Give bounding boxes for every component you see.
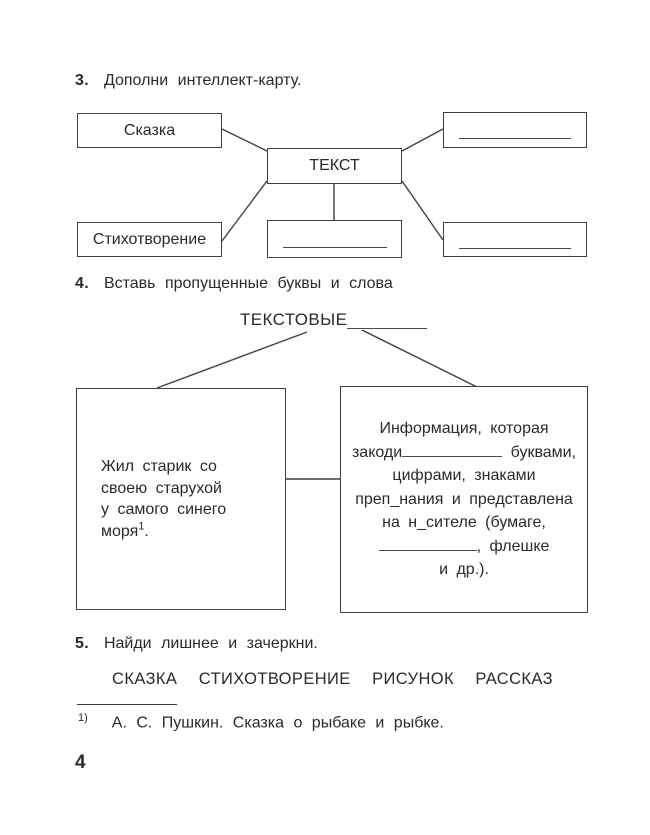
quote-line: Жил старик со bbox=[101, 458, 217, 475]
answer-blank[interactable] bbox=[378, 537, 477, 551]
definition-line: цифрами, знаками bbox=[392, 467, 536, 485]
mindmap-node-blank-bottom-middle[interactable] bbox=[267, 220, 402, 258]
answer-blank[interactable] bbox=[459, 248, 571, 249]
page-number: 4 bbox=[75, 752, 86, 773]
mindmap-node-blank-top-right[interactable] bbox=[443, 112, 587, 148]
definition-line: на н_сителе (бумаге, bbox=[382, 514, 546, 532]
answer-blank[interactable] bbox=[282, 247, 387, 248]
footnote-text: А. С. Пушкин. Сказка о рыбаке и рыбке. bbox=[111, 714, 444, 732]
footnote-ref: 1 bbox=[138, 520, 145, 533]
answer-blank[interactable] bbox=[459, 138, 571, 139]
quote-line: у самого синего bbox=[101, 501, 227, 518]
odd-one-out-words: СКАЗКА СТИХОТВОРЕНИЕ РИСУНОК РАССКАЗ bbox=[112, 670, 553, 689]
pushkin-quote-text: Жил старик со своею старухой у самого си… bbox=[77, 456, 226, 542]
word-skazka[interactable]: СКАЗКА bbox=[112, 670, 178, 688]
exercise5-number: 5. bbox=[75, 635, 89, 652]
definition-line: , флешке bbox=[347, 535, 581, 559]
mindmap-node-tekst: ТЕКСТ bbox=[267, 148, 402, 184]
mindmap-node-stihotvorenie-label: Стихотворение bbox=[92, 230, 207, 248]
mindmap-node-tekst-label: ТЕКСТ bbox=[309, 157, 360, 174]
footnote: 1) А. С. Пушкин. Сказка о рыбаке и рыбке. bbox=[78, 712, 444, 732]
branch-root-word: ТЕКСТОВЫЕ bbox=[240, 310, 348, 329]
exercise4-heading: 4. Вставь пропущенные буквы и слова bbox=[75, 274, 393, 293]
exercise3-heading: 3. Дополни интеллект-карту. bbox=[75, 71, 301, 90]
exercise4-title: Вставь пропущенные буквы и слова bbox=[103, 275, 393, 292]
answer-blank[interactable] bbox=[402, 443, 503, 457]
exercise3-number: 3. bbox=[75, 72, 89, 89]
word-stihotvorenie[interactable]: СТИХОТВОРЕНИЕ bbox=[198, 670, 351, 688]
exercise5-heading: 5. Найди лишнее и зачеркни. bbox=[75, 634, 318, 653]
mindmap-node-skazka: Сказка bbox=[77, 113, 222, 148]
card-definition: Информация, которая закоди буквами, цифр… bbox=[340, 386, 588, 613]
definition-text: Информация, которая закоди буквами, цифр… bbox=[341, 417, 587, 582]
exercise5-title: Найди лишнее и зачеркни. bbox=[103, 635, 318, 652]
definition-line: закоди буквами, bbox=[351, 443, 577, 461]
quote-line: своею старухой bbox=[101, 479, 222, 497]
footnote-marker: 1) bbox=[78, 712, 88, 724]
definition-line: преп_нания и представлена bbox=[355, 490, 573, 508]
definition-line: Информация, которая bbox=[379, 420, 549, 438]
card-pushkin-quote: Жил старик со своею старухой у самого си… bbox=[76, 388, 286, 610]
mindmap-node-blank-bottom-right[interactable] bbox=[443, 222, 587, 257]
word-rasskaz[interactable]: РАССКАЗ bbox=[475, 670, 553, 688]
mindmap-node-skazka-label: Сказка bbox=[123, 121, 176, 139]
footnote-rule bbox=[77, 704, 177, 705]
word-risunok[interactable]: РИСУНОК bbox=[372, 670, 455, 688]
exercise3-title: Дополни интеллект-карту. bbox=[103, 72, 302, 89]
mindmap-node-stihotvorenie: Стихотворение bbox=[77, 222, 222, 257]
definition-line: и др.). bbox=[439, 561, 489, 579]
answer-blank[interactable] bbox=[347, 328, 427, 329]
quote-line: моря1. bbox=[101, 520, 149, 540]
exercise4-number: 4. bbox=[75, 275, 89, 292]
